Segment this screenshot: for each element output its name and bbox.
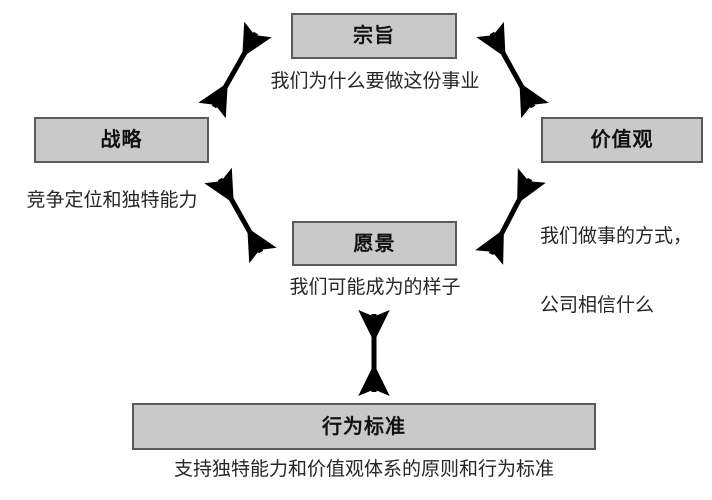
node-box-purpose[interactable]: 宗旨 [291,13,457,59]
arrow-vision-values [475,168,546,265]
node-caption-values-line2: 公司相信什么 [540,295,655,316]
node-title-vision: 愿景 [353,232,396,255]
node-caption-values-line1: 我们做事的方式， [540,226,693,247]
node-title-values: 价值观 [590,129,654,151]
node-box-values[interactable]: 价值观 [541,117,703,163]
node-title-strategy: 战略 [100,129,143,151]
node-box-vision[interactable]: 愿景 [292,221,457,266]
node-box-standards[interactable]: 行为标准 [132,403,596,450]
node-title-purpose: 宗旨 [353,25,395,47]
node-box-strategy[interactable]: 战略 [34,117,209,163]
node-caption-purpose: 我们为什么要做这份事业 [270,71,480,92]
node-caption-strategy: 竞争定位和独特能力 [26,190,198,211]
node-caption-vision: 我们可能成为的样子 [289,277,461,298]
node-caption-values: 我们做事的方式， 公司相信什么 [540,179,712,363]
node-caption-standards: 支持独特能力和价值观体系的原则和行为标准 [173,459,554,480]
node-title-standards: 行为标准 [322,415,406,438]
arrow-strategy-vision [204,167,277,264]
